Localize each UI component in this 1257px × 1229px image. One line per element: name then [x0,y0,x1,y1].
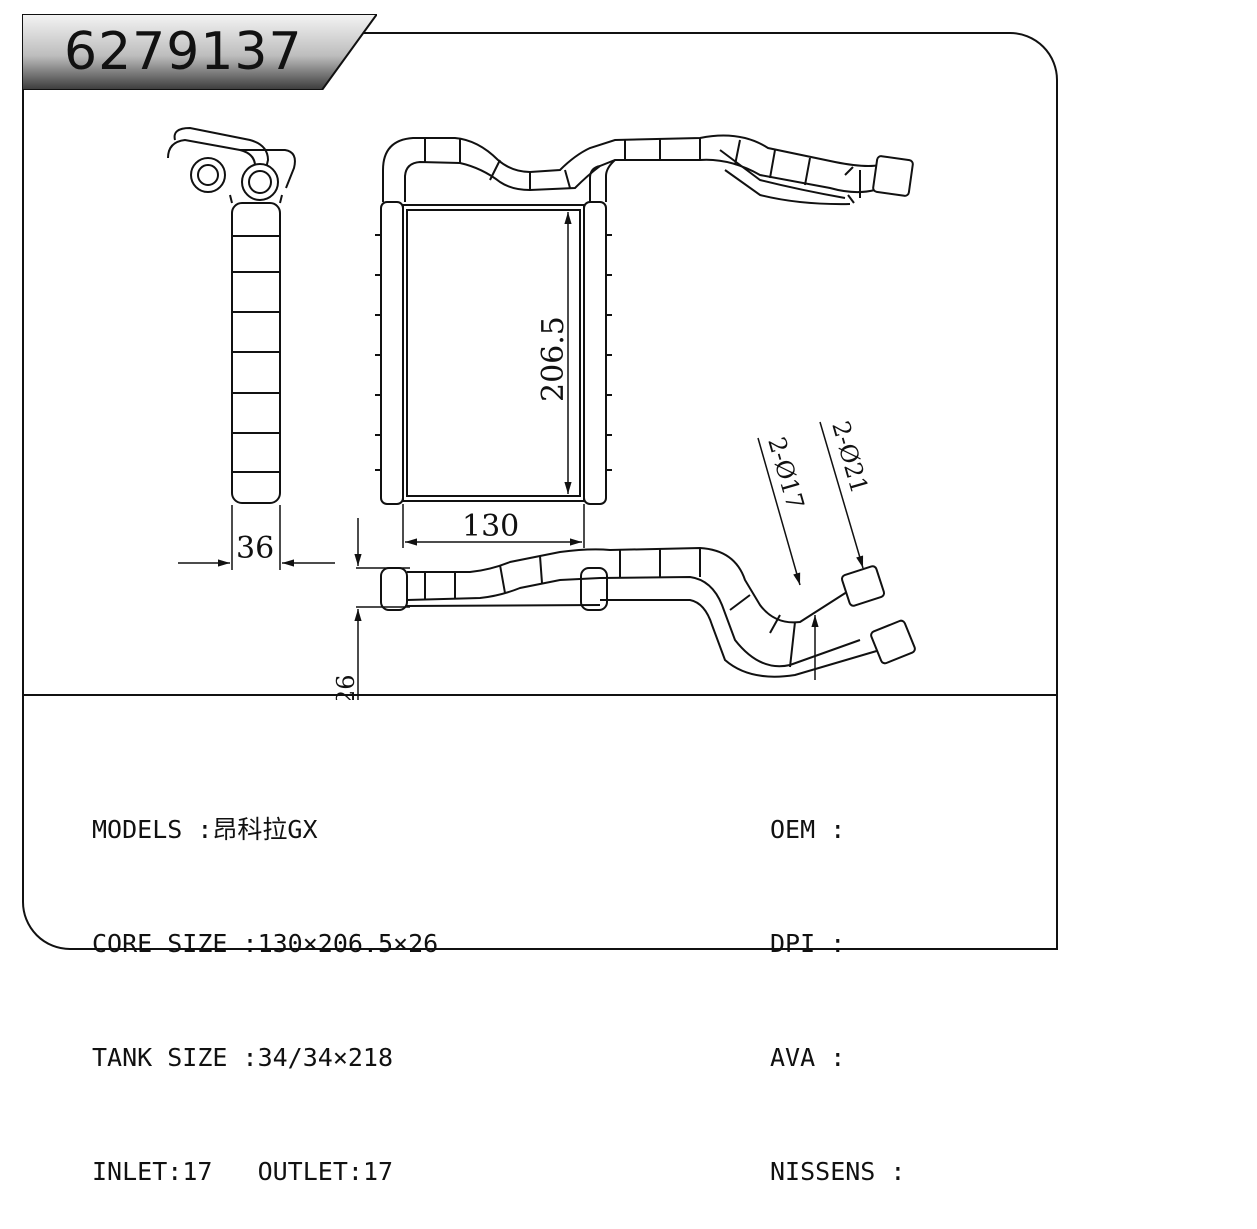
part-number-tab [22,14,377,90]
spec-value: 34/34×218 [257,1043,394,1072]
dim-36 [178,505,335,570]
outlet-callout: 2-Ø21 [826,418,873,496]
spec-sep: : [875,1157,906,1186]
dim-130 [402,504,585,548]
top-view [380,546,916,678]
spec-row-inlet-outlet: INLET:17 OUTLET:17 [92,1153,438,1191]
spec-sep: : [815,929,846,958]
spec-label: OEM [770,815,816,844]
spec-sep: : [182,815,213,844]
spec-label: AVA [770,1043,816,1072]
core-width-label: 130 [462,509,519,544]
spec-sep: : [815,815,846,844]
front-view [375,134,914,505]
spec-sep: : [167,1157,183,1186]
side-view [167,126,296,504]
spec-row-dpi: DPI : [770,925,905,963]
spec-value: 昂科拉GX [212,815,318,844]
spec-list-right: OEM : DPI : AVA : NISSENS : [770,735,905,1229]
spec-row-nissens: NISSENS : [770,1153,905,1191]
spec-row-tank-size: TANK SIZE :34/34×218 [92,1039,438,1077]
inlet-callout: 2-Ø17 [762,434,809,512]
core-thickness-label: 26 [332,674,360,700]
frame-divider [22,694,1058,696]
spec-label: TANK SIZE [92,1043,228,1072]
dim-26 [354,518,410,700]
spec-label: DPI [770,929,816,958]
spec-sep: : [227,1043,258,1072]
spec-row-core-size: CORE SIZE :130×206.5×26 [92,925,438,963]
spec-sep: : [815,1043,846,1072]
part-number: 6279137 [64,22,303,82]
heater-core-drawing: 36 206.5 130 [167,126,916,700]
spec-sep: : [227,929,258,958]
spec-label: INLET [92,1157,168,1186]
callout-leaders [757,421,864,680]
spec-row-ava: AVA : [770,1039,905,1077]
tank-width-label: 36 [236,531,274,566]
spec-row-oem: OEM : [770,811,905,849]
spec-list-left: MODELS :昂科拉GX CORE SIZE :130×206.5×26 TA… [92,735,438,1229]
drawing-frame [22,32,1058,950]
spec-label: NISSENS [770,1157,876,1186]
spec-label: MODELS [92,815,183,844]
core-height-label: 206.5 [536,316,571,402]
spec-label: CORE SIZE [92,929,228,958]
spec-value: 17 OUTLET:17 [182,1157,394,1186]
spec-row-models: MODELS :昂科拉GX [92,811,438,849]
spec-value: 130×206.5×26 [257,929,439,958]
